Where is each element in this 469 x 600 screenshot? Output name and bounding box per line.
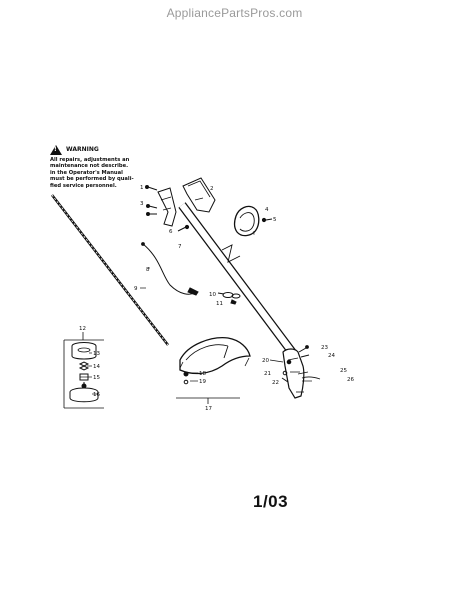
callout-13: 13	[93, 351, 100, 357]
callout-10: 10	[209, 292, 216, 298]
callout-3: 3	[140, 201, 144, 207]
spool-spring	[78, 361, 90, 371]
callout-12: 12	[79, 326, 86, 332]
callout-15: 15	[93, 375, 100, 381]
upper-guard	[233, 205, 260, 237]
callout-22: 22	[272, 380, 279, 386]
watermark: AppliancePartsPros.com	[166, 6, 303, 20]
drive-shaft-tube	[178, 202, 296, 355]
callout-18: 18	[199, 371, 206, 377]
callout-20: 20	[262, 358, 269, 364]
trimmer-head-group	[63, 332, 104, 409]
callout-numbers: 1 2 3 4 5 6 7 8 9 10 11 12 13 14 15 16 1…	[79, 185, 354, 412]
handle-bracket	[182, 177, 216, 213]
callout-19: 19	[199, 379, 206, 385]
warning-title: WARNING	[66, 145, 99, 153]
callout-17: 17	[205, 406, 212, 412]
warning-header: ! WARNING	[50, 145, 150, 155]
callout-6: 6	[169, 229, 173, 235]
warning-line: All repairs, adjustments an	[50, 157, 130, 163]
gearhead-assembly	[281, 345, 321, 399]
spool-insert	[79, 373, 89, 381]
spool-cap	[71, 342, 97, 360]
callout-1: 1	[140, 185, 144, 191]
bracket-line	[176, 397, 240, 404]
warning-line: in the Operator's Manual	[50, 169, 123, 176]
callout-8: 8	[146, 267, 150, 273]
warning-notice: ! WARNING All repairs, adjustments an ma…	[50, 145, 150, 189]
callout-21: 21	[264, 371, 271, 377]
callout-23: 23	[321, 345, 328, 351]
callout-25: 25	[340, 368, 347, 374]
callout-9: 9	[134, 286, 138, 292]
callout-7: 7	[178, 244, 182, 250]
spool-housing	[69, 382, 99, 403]
screw-6	[177, 224, 190, 232]
callout-14: 14	[93, 364, 100, 370]
page-code: 1/03	[253, 492, 289, 511]
warning-triangle-icon: !	[50, 145, 62, 155]
callout-5: 5	[273, 217, 277, 223]
warning-line: fied service personnel.	[50, 182, 117, 189]
lower-guard	[179, 337, 251, 375]
clamp-assembly	[217, 292, 241, 305]
guard-fastener	[183, 371, 189, 385]
callout-4: 4	[265, 207, 269, 213]
callout-26: 26	[347, 377, 354, 383]
warning-line: maintenance not describe.	[50, 163, 129, 170]
callout-16: 16	[93, 392, 100, 398]
leader-lines	[87, 267, 312, 395]
throttle-cable	[142, 243, 197, 295]
callout-2: 2	[210, 186, 214, 192]
drive-cable	[51, 194, 169, 346]
callout-11: 11	[216, 301, 223, 307]
callout-24: 24	[328, 353, 335, 359]
handle-assembly	[145, 185, 177, 227]
warning-line: must be performed by quali-	[50, 176, 134, 183]
